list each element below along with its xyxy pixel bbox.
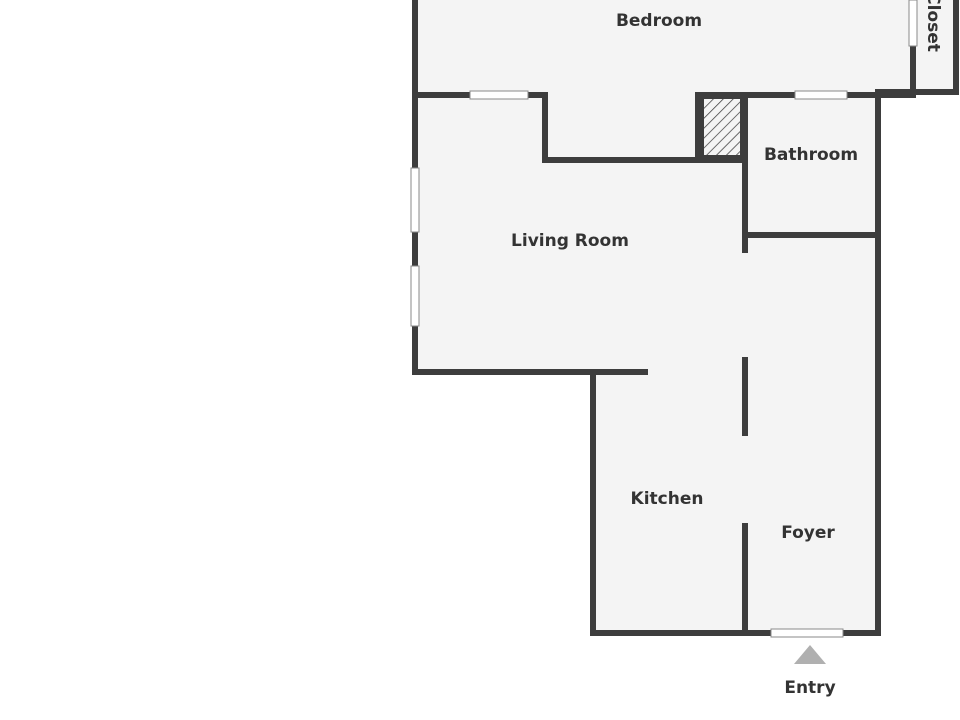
bedroom-floor (415, 0, 913, 95)
room-label-living-room: Living Room (511, 231, 629, 251)
entry-door-opening (770, 628, 844, 638)
window-living-lower (410, 265, 420, 327)
window-closet (908, 0, 918, 47)
window-bathroom (794, 90, 848, 100)
window-living-upper (410, 167, 420, 233)
room-label-bathroom: Bathroom (764, 145, 858, 165)
walls (412, 0, 959, 636)
entry-arrow-icon (794, 645, 826, 664)
room-label-bedroom: Bedroom (616, 11, 702, 31)
hall-floor (593, 235, 878, 635)
window-bedroom (469, 90, 529, 100)
bedroom-alcove-floor (545, 95, 700, 160)
room-label-foyer: Foyer (781, 523, 835, 543)
floor-area (415, 0, 956, 635)
entry-label: Entry (784, 678, 835, 698)
closet-floor (916, 0, 956, 92)
room-label-closet: Closet (923, 0, 943, 52)
windows (410, 0, 918, 638)
chimney-block (700, 95, 744, 159)
room-label-kitchen: Kitchen (631, 489, 704, 509)
bathroom-floor (745, 95, 878, 235)
